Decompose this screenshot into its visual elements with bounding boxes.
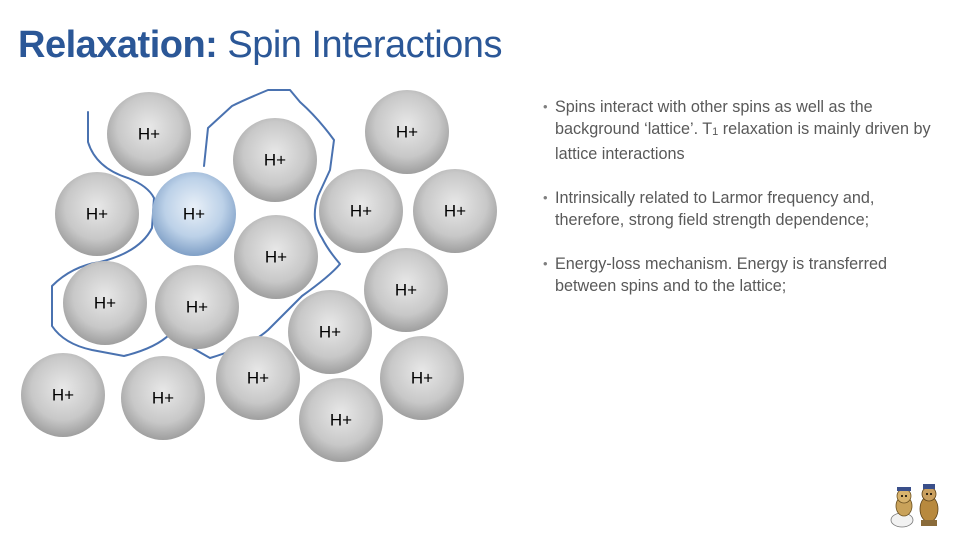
bullet-subscript: 1 <box>712 126 719 138</box>
proton-label: H+ <box>86 205 108 224</box>
svg-text:H+: H+ <box>247 369 269 388</box>
proton-label: H+ <box>52 386 74 405</box>
proton-label: H+ <box>330 411 352 430</box>
proton-label: H+ <box>411 369 433 388</box>
proton-sphere: H+ <box>413 169 497 253</box>
svg-text:H+: H+ <box>264 151 286 170</box>
proton-label: H+ <box>444 202 466 221</box>
proton-sphere: H+ <box>107 92 191 176</box>
proton-sphere: H+ <box>155 265 239 349</box>
bullet-text: Intrinsically related to Larmor frequenc… <box>555 189 875 229</box>
spheres: H+ H+ H+ H+ H+ H+ H+ H+ H+ H+ H+ H+ H+ H… <box>21 90 497 462</box>
proton-sphere: H+ <box>63 261 147 345</box>
proton-label: H+ <box>152 389 174 408</box>
svg-text:H+: H+ <box>350 202 372 221</box>
proton-sphere: H+ <box>55 172 139 256</box>
proton-sphere: H+ <box>21 353 105 437</box>
bullet-text: Spins interact with other spins as well … <box>555 98 873 138</box>
svg-text:H+: H+ <box>330 411 352 430</box>
bullet-list: Spins interact with other spins as well … <box>543 96 943 319</box>
svg-text:H+: H+ <box>444 202 466 221</box>
svg-text:H+: H+ <box>396 123 418 142</box>
proton-sphere: H+ <box>288 290 372 374</box>
proton-label: H+ <box>319 323 341 342</box>
svg-text:H+: H+ <box>319 323 341 342</box>
proton-sphere: H+ <box>364 248 448 332</box>
proton-label: H+ <box>186 298 208 317</box>
title-bold: Relaxation: <box>18 24 218 66</box>
proton-label: H+ <box>350 202 372 221</box>
svg-text:H+: H+ <box>186 298 208 317</box>
proton-label: H+ <box>395 281 417 300</box>
svg-text:H+: H+ <box>52 386 74 405</box>
page-title: Relaxation: Spin Interactions <box>18 24 502 67</box>
svg-text:H+: H+ <box>138 125 160 144</box>
cartoon-characters-icon <box>890 484 939 528</box>
proton-sphere: H+ <box>319 169 403 253</box>
svg-text:H+: H+ <box>395 281 417 300</box>
proton-label: H+ <box>138 125 160 144</box>
svg-text:H+: H+ <box>86 205 108 224</box>
title-rest: Spin Interactions <box>217 24 502 66</box>
bullet-spin-interactions: Spins interact with other spins as well … <box>543 96 943 165</box>
svg-text:H+: H+ <box>411 369 433 388</box>
bullet-text: Energy-loss mechanism. Energy is transfe… <box>555 255 887 295</box>
proton-label: H+ <box>396 123 418 142</box>
bullet-text-cont: relaxation is mainly driven by lattice i… <box>555 120 931 163</box>
proton-sphere: H+ <box>299 378 383 462</box>
bullet-energy-loss: Energy-loss mechanism. Energy is transfe… <box>543 253 943 297</box>
proton-label: H+ <box>265 248 287 267</box>
svg-text:H+: H+ <box>183 205 205 224</box>
proton-label: H+ <box>94 294 116 313</box>
proton-sphere: H+ <box>121 356 205 440</box>
proton-sphere: H+ <box>216 336 300 420</box>
proton-sphere: H+ <box>365 90 449 174</box>
proton-label: H+ <box>247 369 269 388</box>
proton-label: H+ <box>183 205 205 224</box>
bullet-larmor: Intrinsically related to Larmor frequenc… <box>543 187 943 231</box>
lattice-boundary-lines <box>51 89 341 359</box>
proton-sphere: H+ <box>234 215 318 299</box>
proton-sphere-highlighted: H+ <box>152 172 236 256</box>
svg-text:H+: H+ <box>94 294 116 313</box>
spin-lattice-diagram: H+ H+ H+ H+ H+ H+ H+ H+ H+ H+ H+ H+ H+ H… <box>21 89 497 462</box>
boundary-line-left <box>51 89 341 359</box>
proton-sphere: H+ <box>380 336 464 420</box>
svg-text:H+: H+ <box>152 389 174 408</box>
proton-label: H+ <box>264 151 286 170</box>
proton-sphere: H+ <box>233 118 317 202</box>
svg-text:H+: H+ <box>265 248 287 267</box>
